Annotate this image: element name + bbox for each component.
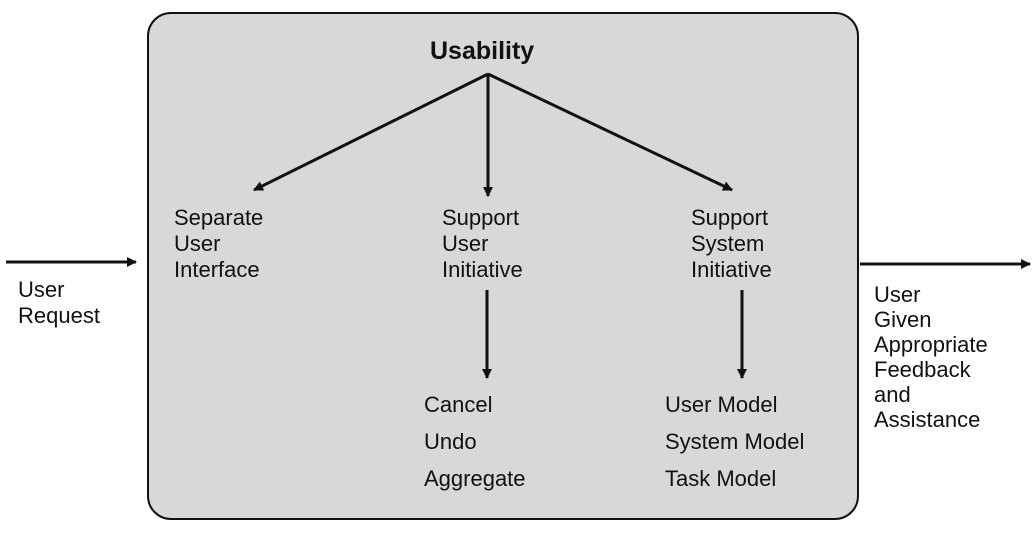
- branch-separate-line-2: User: [174, 231, 221, 256]
- output-label-line-2: Given: [874, 307, 932, 332]
- output-label-line-6: Assistance: [874, 407, 981, 432]
- diagram-title: Usability: [430, 37, 535, 65]
- input-label-line-1: User: [18, 277, 65, 302]
- usability-tactics-box: [147, 12, 859, 520]
- output-label-line-5: and: [874, 382, 911, 407]
- branch-user-initiative-line-3: Initiative: [442, 257, 523, 282]
- system-initiative-item-task-model: Task Model: [665, 466, 777, 491]
- branch-user-initiative-line-1: Support: [442, 205, 520, 230]
- arrow-to-separate: [253, 72, 489, 192]
- arrow-to-system-initiative: [487, 72, 733, 192]
- system-initiative-item-user-model: User Model: [665, 392, 778, 417]
- output-label-line-1: User: [874, 282, 921, 307]
- branch-separate-line-3: Interface: [174, 257, 260, 282]
- branch-system-initiative-line-3: Initiative: [691, 257, 772, 282]
- output-label-line-4: Feedback: [874, 357, 971, 382]
- branch-system-initiative-line-1: Support: [691, 205, 769, 230]
- system-initiative-item-system-model: System Model: [665, 429, 805, 454]
- output-label-line-3: Appropriate: [874, 332, 988, 357]
- branch-user-initiative-line-2: User: [442, 231, 489, 256]
- user-initiative-item-aggregate: Aggregate: [424, 466, 526, 491]
- user-initiative-item-cancel: Cancel: [424, 392, 493, 417]
- branch-separate-line-1: Separate: [174, 205, 264, 230]
- branch-system-initiative-line-2: System: [691, 231, 765, 256]
- user-initiative-item-undo: Undo: [424, 429, 477, 454]
- input-label-line-2: Request: [18, 303, 100, 328]
